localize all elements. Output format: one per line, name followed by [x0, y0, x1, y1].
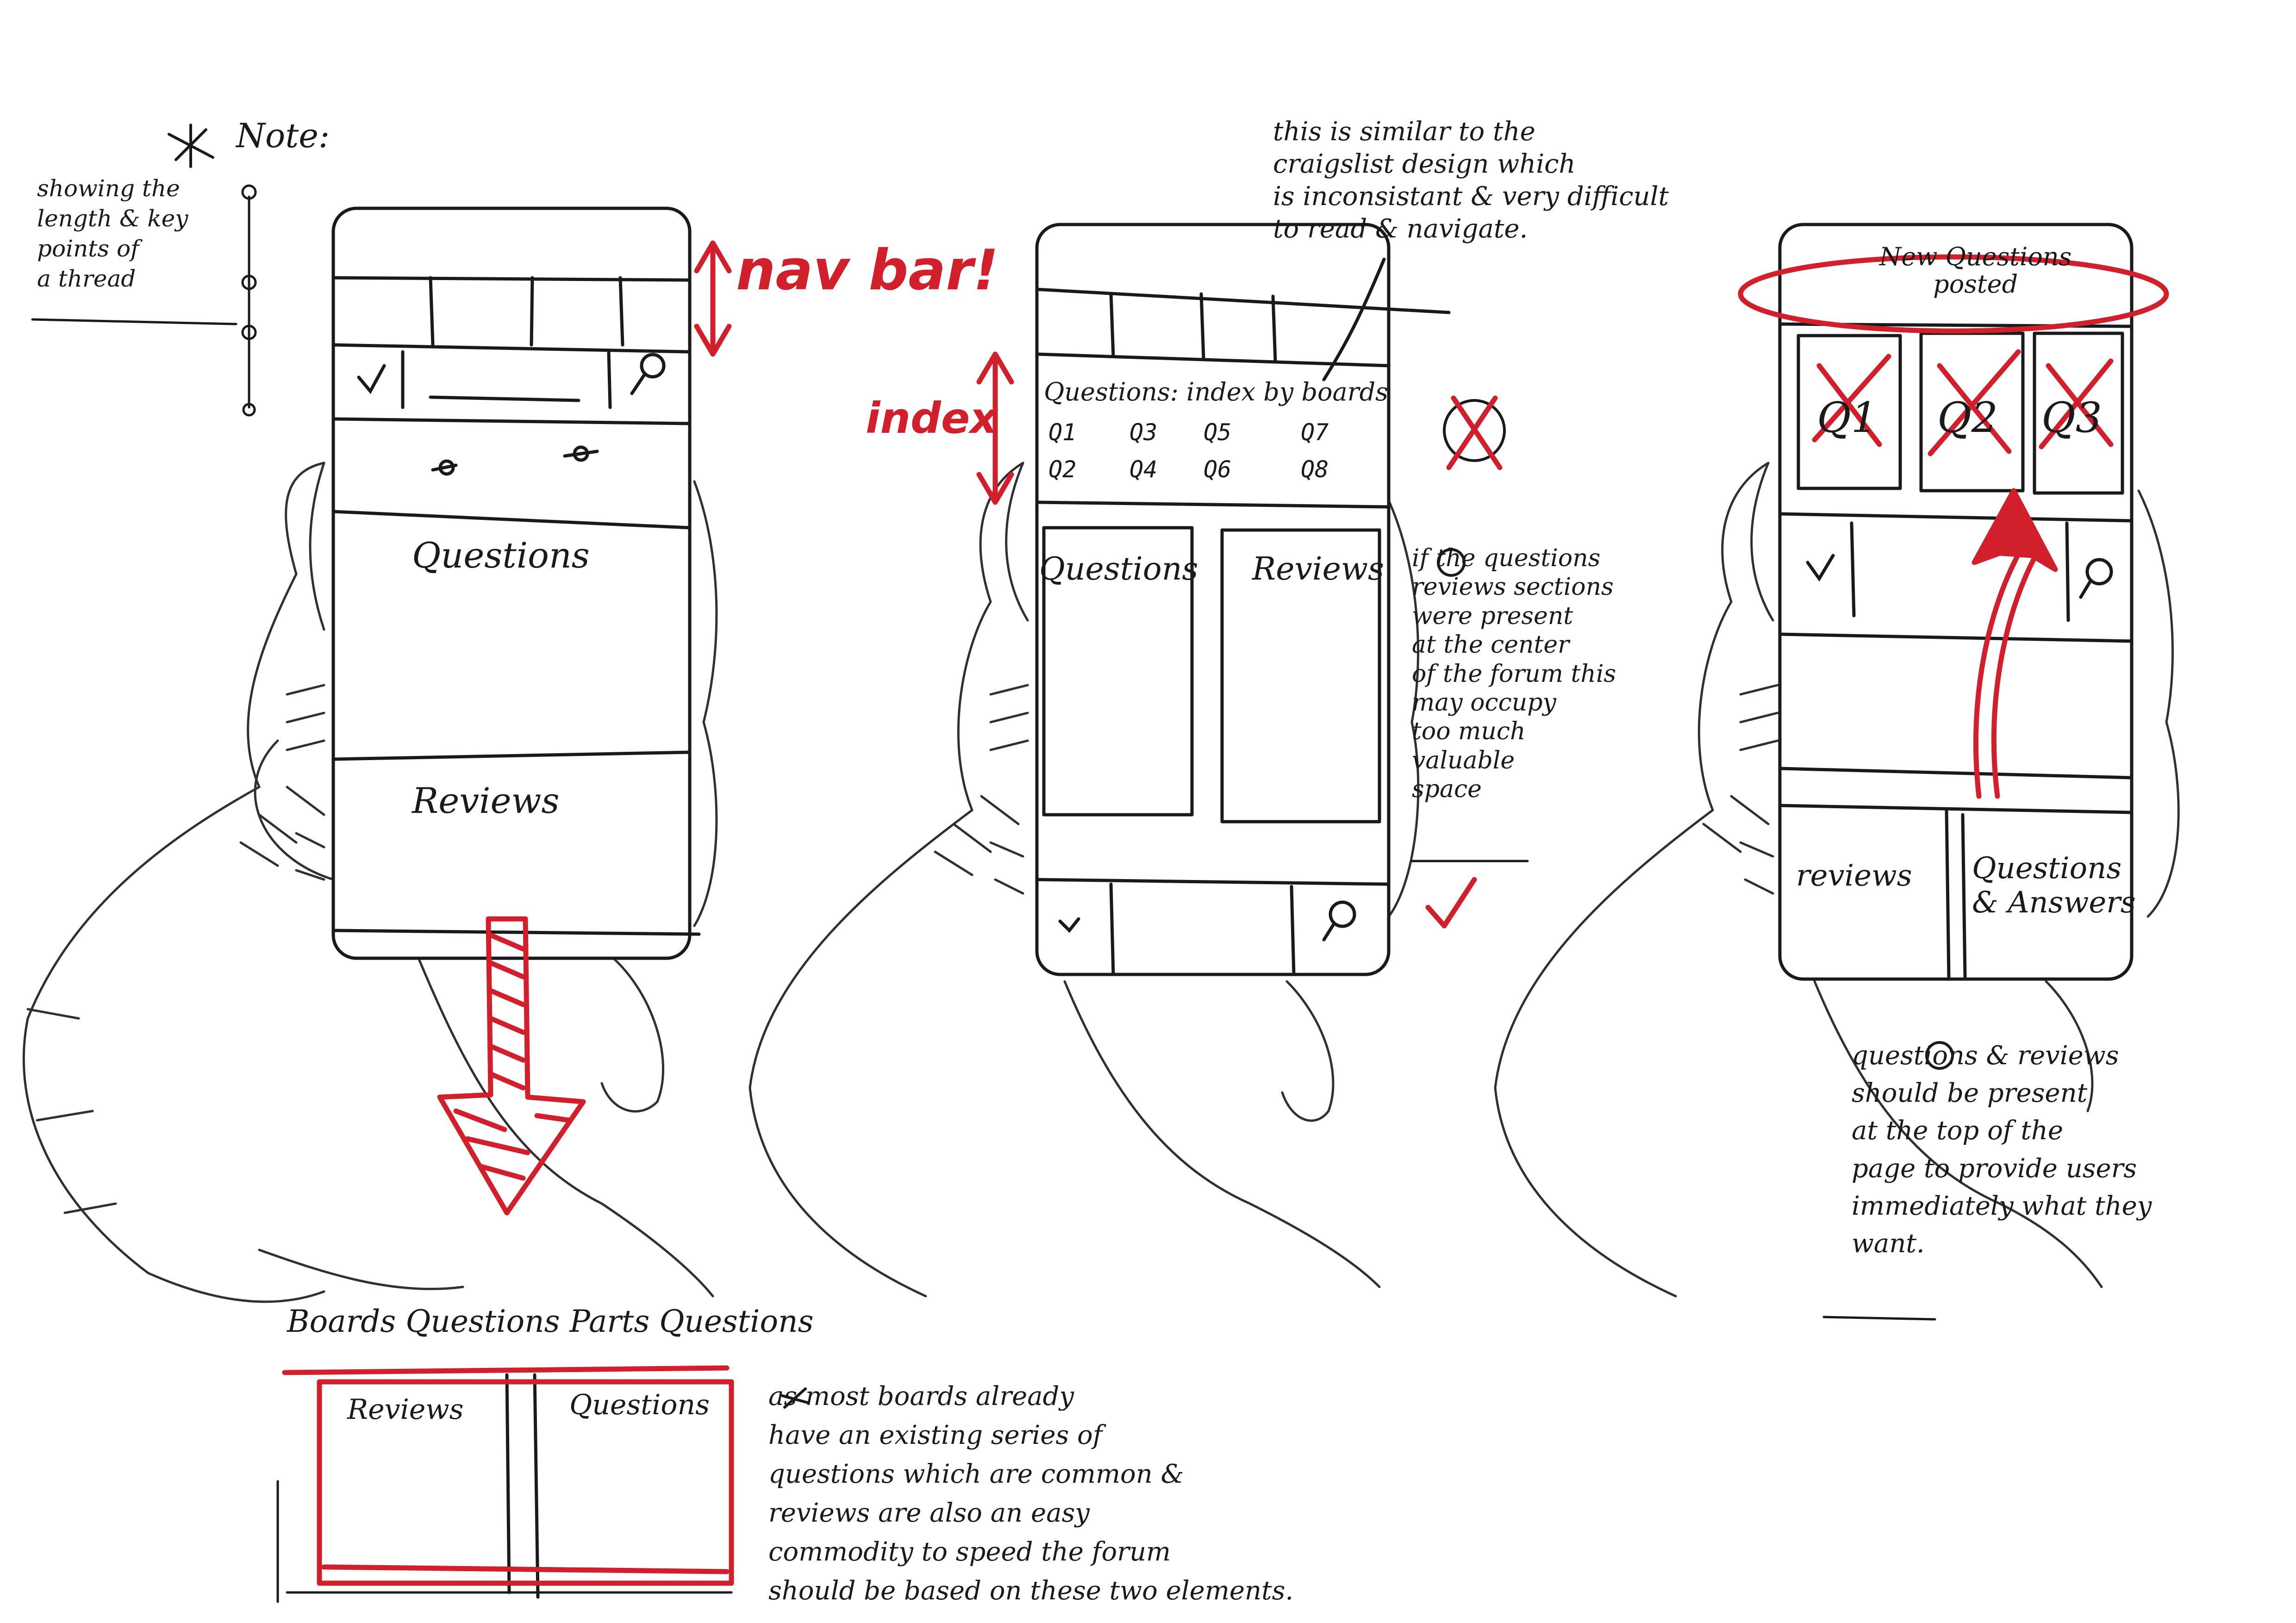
top-note: questions & reviews should be present at… [1852, 1037, 2152, 1262]
phone-2-index-q7[interactable]: Q7 [1301, 419, 1329, 446]
index-label: index [866, 393, 998, 443]
phone-3-new-questions-banner[interactable]: New Questions posted [1879, 243, 2071, 298]
phone-2-outline [1037, 225, 1449, 974]
phone-2-index-q2[interactable]: Q2 [1048, 456, 1076, 483]
phone-2-index-q6[interactable]: Q6 [1204, 456, 1231, 483]
phone-2-questions-section[interactable]: Questions [1039, 551, 1198, 587]
phone-2-index-q5[interactable]: Q5 [1204, 419, 1231, 446]
bottom-note: as most boards already have an existing … [768, 1377, 1293, 1611]
phone-1-reviews-section[interactable]: Reviews [412, 780, 559, 821]
craigslist-note: this is similar to the craigslist design… [1273, 116, 1669, 245]
center-note: if the questions reviews sections were p… [1412, 544, 1616, 804]
phone-1-outline [333, 208, 699, 958]
scroll-down-arrow-icon [440, 919, 583, 1213]
phone-3-reviews-section[interactable]: reviews [1796, 859, 1912, 893]
phone-2-index-q3[interactable]: Q3 [1129, 419, 1157, 446]
check-icon [1428, 880, 1474, 926]
note-title: Note: [236, 116, 330, 156]
wireframe-reviews-section[interactable]: Reviews [347, 1393, 463, 1426]
phone-3-qa-section[interactable]: Questions & Answers [1972, 852, 2136, 920]
phone-2-index-q4[interactable]: Q4 [1129, 456, 1157, 483]
phone-3-tile-q3[interactable]: Q3 [2041, 393, 2102, 442]
asterisk-icon [169, 125, 213, 167]
cross-icon [1449, 398, 1500, 468]
phone-2-index-q8[interactable]: Q8 [1301, 456, 1329, 483]
phone-3-tile-q2[interactable]: Q2 [1937, 393, 1998, 442]
heading-underline [285, 1368, 727, 1373]
phone-2-index-q1[interactable]: Q1 [1048, 419, 1076, 446]
nav-bar-arrow-icon [697, 243, 729, 354]
nav-bar-label: nav bar! [736, 238, 998, 303]
phone-2-index-heading: Questions: index by boards [1044, 377, 1388, 406]
thread-caption: showing the length & key points of a thr… [37, 174, 188, 294]
wireframe-questions-section[interactable]: Questions [569, 1389, 710, 1421]
phone-3-tile-q1[interactable]: Q1 [1817, 393, 1878, 442]
phone-1-questions-section[interactable]: Questions [412, 535, 590, 576]
boards-heading: Boards Questions Parts Questions [287, 1303, 814, 1341]
phone-2-reviews-section[interactable]: Reviews [1252, 551, 1384, 587]
